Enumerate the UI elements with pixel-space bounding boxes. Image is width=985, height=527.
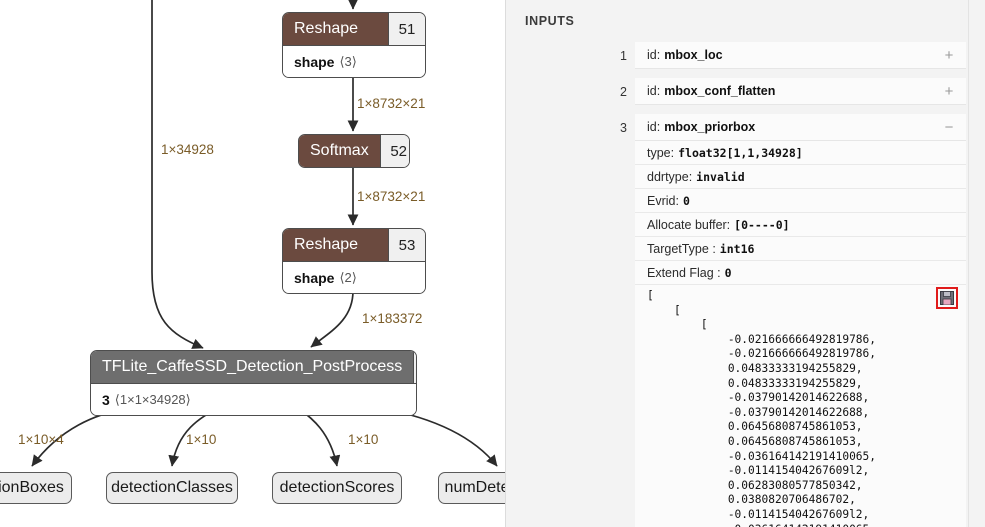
- node-attr-key: shape: [294, 269, 335, 286]
- detail-value: int16: [719, 241, 755, 256]
- output-node-label: detectionScores: [279, 479, 395, 496]
- node-index: 52: [379, 135, 409, 167]
- node-title: Reshape: [283, 229, 388, 261]
- node-attr-key: shape: [294, 53, 335, 70]
- output-node-detection-boxes[interactable]: ionBoxes: [0, 472, 72, 504]
- input-group: 2 id: mbox_conf_flatten +: [505, 78, 975, 105]
- input-row-mbox-conf-flatten[interactable]: 2 id: mbox_conf_flatten +: [620, 78, 966, 105]
- tensor-value-block[interactable]: [ [ [ -0.021666666492819786, -0.02166666…: [635, 285, 966, 527]
- detail-row-ddrtype: ddrtype: invalid: [635, 165, 966, 189]
- edge-label-10-a: 1×10: [186, 432, 217, 447]
- node-title: TFLite_CaffeSSD_Detection_PostProcess: [91, 351, 414, 383]
- input-group-expanded: 3 id: mbox_priorbox − type: float32[1,1,…: [505, 114, 975, 527]
- detail-key: TargetType :: [647, 241, 716, 256]
- detail-row-target-type: TargetType : int16: [635, 237, 966, 261]
- output-node-num-detections[interactable]: numDete: [438, 472, 505, 504]
- node-index: 53: [388, 229, 425, 261]
- node-attr-key: 3: [102, 391, 110, 408]
- node-attribute: shape ⟨3⟩: [283, 45, 425, 77]
- input-id-value: mbox_conf_flatten: [664, 84, 776, 98]
- input-id-value: mbox_priorbox: [664, 120, 756, 134]
- tensor-value-text: [ [ [ -0.021666666492819786, -0.02166666…: [647, 289, 877, 527]
- detail-value: float32[1,1,34928]: [678, 145, 803, 160]
- graph-edges: [31, 0, 498, 467]
- panel-divider: [505, 0, 506, 527]
- graph-node-postprocess[interactable]: TFLite_CaffeSSD_Detection_PostProcess 54…: [90, 350, 417, 416]
- node-header: Softmax 52: [299, 135, 409, 167]
- output-node-detection-scores[interactable]: detectionScores: [272, 472, 402, 504]
- input-id-label: id:: [647, 120, 661, 134]
- input-id-value: mbox_loc: [664, 48, 723, 62]
- node-attribute: 3 ⟨1×1×34928⟩: [91, 383, 416, 415]
- node-attr-value: ⟨2⟩: [339, 269, 357, 285]
- node-header: Reshape 53: [283, 229, 425, 261]
- graph-canvas[interactable]: Reshape 51 shape ⟨3⟩ Softmax 52 Resh: [0, 0, 505, 527]
- node-header: Reshape 51: [283, 13, 425, 45]
- detail-key: ddrtype:: [647, 169, 693, 184]
- detail-row-evrid: Evrid: 0: [635, 189, 966, 213]
- output-node-label: detectionClasses: [111, 479, 233, 496]
- input-row-mbox-priorbox[interactable]: 3 id: mbox_priorbox −: [620, 114, 966, 141]
- node-title: Reshape: [283, 13, 388, 45]
- detail-key: Allocate buffer:: [647, 217, 731, 232]
- floppy-disk-icon: [940, 291, 954, 305]
- node-header: TFLite_CaffeSSD_Detection_PostProcess 54: [91, 351, 416, 383]
- edge-label-183372: 1×183372: [362, 311, 423, 326]
- collapse-icon[interactable]: −: [944, 119, 954, 136]
- input-row-mbox-loc[interactable]: 1 id: mbox_loc +: [620, 42, 966, 69]
- output-node-label: ionBoxes: [0, 479, 64, 496]
- edge-label-34928: 1×34928: [161, 142, 214, 157]
- node-title: Softmax: [299, 135, 380, 167]
- input-row-number: 2: [620, 84, 627, 99]
- edge-label-8732x21-a: 1×8732×21: [357, 96, 426, 111]
- inputs-section-title: INPUTS: [525, 14, 575, 28]
- input-row-number: 3: [620, 120, 627, 135]
- graph-node[interactable]: Softmax 52: [298, 134, 410, 168]
- node-attr-value: ⟨3⟩: [339, 53, 357, 69]
- detail-row-extend-flag: Extend Flag : 0: [635, 261, 966, 285]
- detail-key: Extend Flag :: [647, 265, 721, 280]
- node-index: 54: [413, 351, 416, 383]
- node-attribute: shape ⟨2⟩: [283, 261, 425, 293]
- edge-label-8732x21-b: 1×8732×21: [357, 189, 426, 204]
- output-node-label: numDete: [444, 479, 505, 496]
- detail-row-type: type: float32[1,1,34928]: [635, 141, 966, 165]
- graph-node[interactable]: Reshape 51 shape ⟨3⟩: [282, 12, 426, 78]
- input-id-label: id:: [647, 84, 661, 98]
- input-id-label: id:: [647, 48, 661, 62]
- detail-value: invalid: [696, 169, 745, 184]
- output-node-detection-classes[interactable]: detectionClasses: [106, 472, 238, 504]
- node-attr-value: ⟨1×1×34928⟩: [114, 391, 191, 407]
- sidebar-scrollbar[interactable]: [968, 0, 976, 527]
- detail-key: Evrid:: [647, 193, 679, 208]
- detail-value: 0: [724, 265, 732, 280]
- inputs-list: 1 id: mbox_loc + 2 id: mbox_conf_flatten…: [505, 42, 975, 527]
- input-group: 1 id: mbox_loc +: [505, 42, 975, 69]
- input-row-number: 1: [620, 48, 627, 63]
- edge-label-10x4: 1×10×4: [18, 432, 64, 447]
- edge-label-10-b: 1×10: [348, 432, 379, 447]
- detail-value: [0----0]: [734, 217, 790, 232]
- save-button[interactable]: [936, 287, 958, 309]
- expand-icon[interactable]: +: [944, 47, 954, 64]
- expand-icon[interactable]: +: [944, 83, 954, 100]
- inputs-sidebar: INPUTS 1 id: mbox_loc + 2 id: mbox_conf_…: [505, 0, 985, 527]
- detail-row-allocate-buffer: Allocate buffer: [0----0]: [635, 213, 966, 237]
- detail-value: 0: [682, 193, 690, 208]
- node-index: 51: [388, 13, 425, 45]
- graph-node[interactable]: Reshape 53 shape ⟨2⟩: [282, 228, 426, 294]
- detail-key: type:: [647, 145, 675, 160]
